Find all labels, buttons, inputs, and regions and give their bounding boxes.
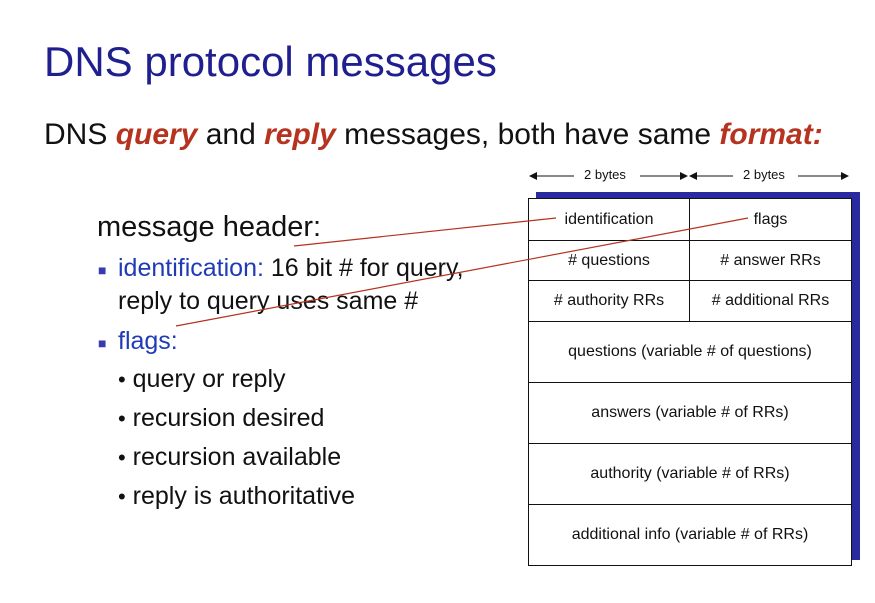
list-item: • recursion desired (118, 404, 325, 432)
bytes-label-left: 2 bytes (584, 167, 626, 182)
subtitle-reply: reply (264, 118, 336, 151)
flags-term: flags: (118, 327, 178, 355)
connector-identification (293, 217, 557, 247)
dns-header-table: identification flags # questions # answe… (528, 198, 852, 566)
subtitle: DNS query and reply messages, both have … (44, 118, 823, 152)
bullet-square-icon: ■ (98, 262, 107, 278)
flag-item: query or reply (132, 365, 286, 393)
cell-authority: authority (variable # of RRs) (529, 444, 851, 505)
cell-authority-rrs: # authority RRs (529, 281, 690, 322)
list-item: • query or reply (118, 365, 286, 393)
page-title: DNS protocol messages (44, 38, 497, 85)
cell-additional-rrs: # additional RRs (690, 281, 851, 322)
subtitle-part: DNS (44, 118, 116, 151)
cell-answers: answers (variable # of RRs) (529, 383, 851, 444)
message-header-heading: message header: (97, 211, 322, 243)
list-item: • recursion available (118, 443, 342, 471)
bytes-label-right: 2 bytes (743, 167, 785, 182)
identification-term: identification: (118, 254, 264, 282)
identification-desc-2: reply to query uses same # (118, 287, 419, 315)
cell-answer-rrs: # answer RRs (690, 241, 851, 281)
bullet-square-icon: ■ (98, 335, 107, 351)
list-item: • reply is authoritative (118, 482, 355, 510)
cell-flags: flags (690, 199, 851, 241)
subtitle-query: query (115, 118, 198, 151)
flag-item: reply is authoritative (132, 482, 355, 510)
subtitle-format: format: (719, 118, 823, 151)
flag-item: recursion available (132, 443, 342, 471)
cell-identification: identification (529, 199, 690, 241)
flag-item: recursion desired (132, 404, 325, 432)
cell-questions: questions (variable # of questions) (529, 322, 851, 383)
cell-questions-count: # questions (529, 241, 690, 281)
subtitle-part: and (197, 118, 265, 151)
subtitle-part: messages, both have same (335, 118, 720, 151)
connector-flags (175, 217, 749, 327)
cell-additional: additional info (variable # of RRs) (571, 526, 809, 543)
